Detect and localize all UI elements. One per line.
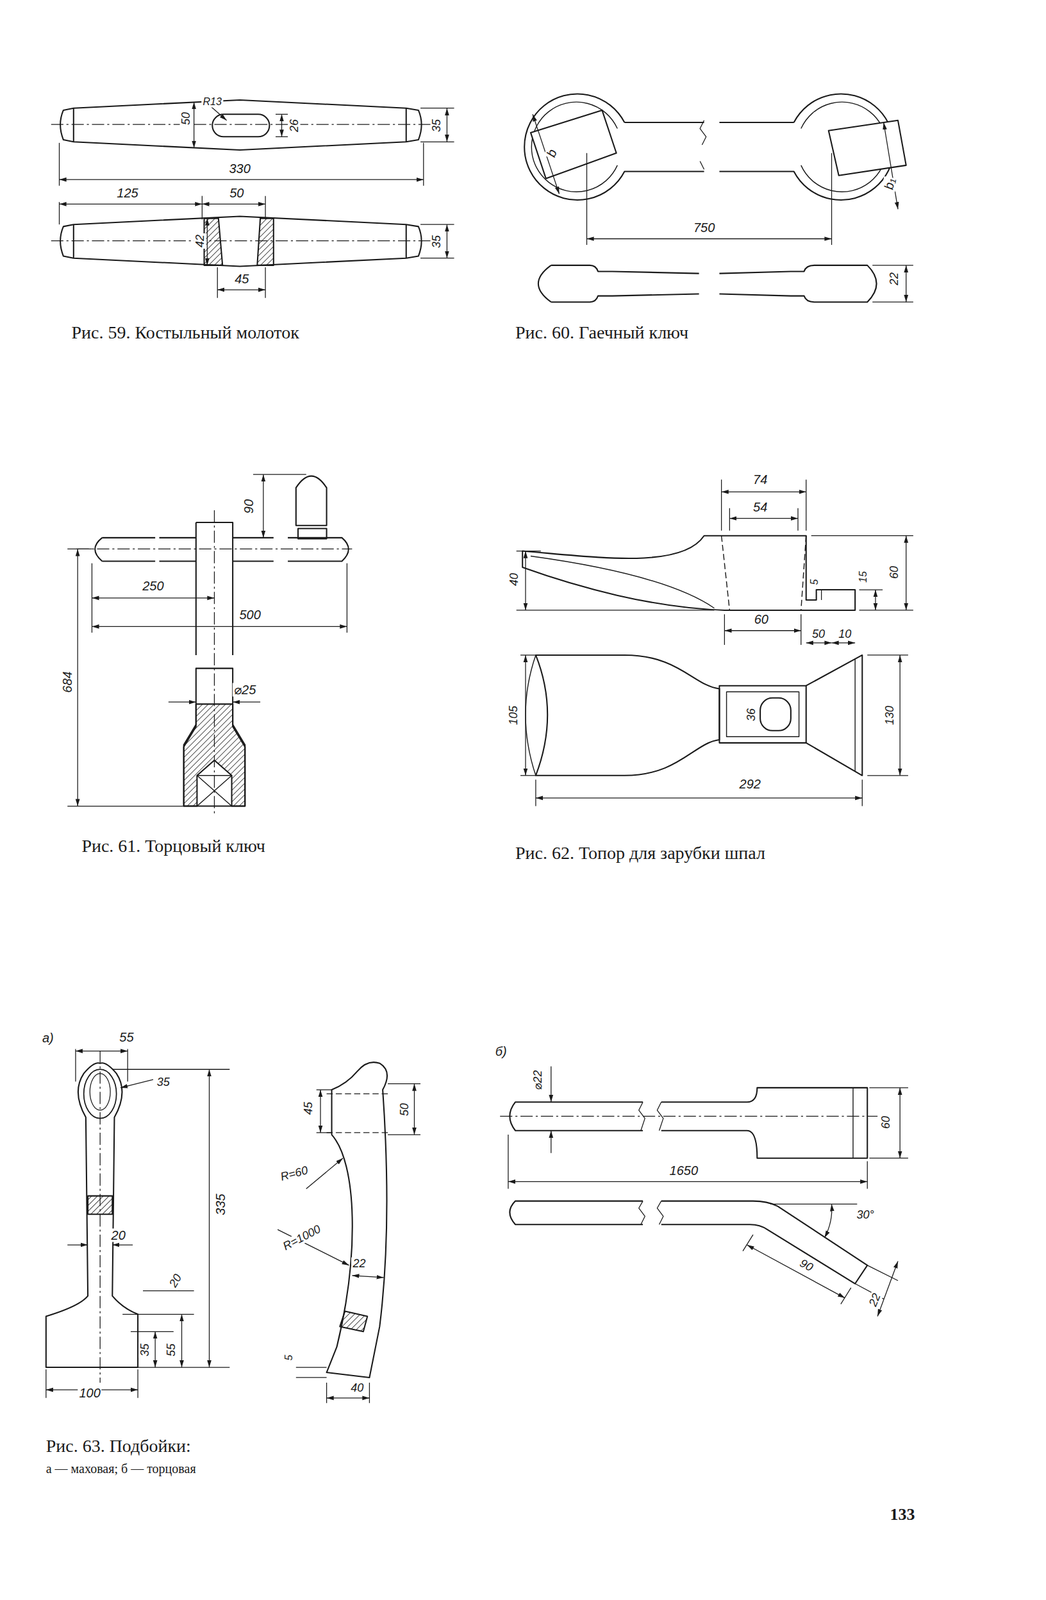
dimension-label: 26 [287,117,300,134]
dimension-label: 22 [865,1290,884,1310]
dimension-label: R13 [201,96,223,108]
dimension-label: 50 [398,1101,411,1118]
dimension-label: б) [494,1044,509,1058]
dimension-label: 42 [194,233,207,249]
wrench-drawing [524,93,914,302]
dimension-label: 105 [506,704,520,727]
dimension-label: 35 [155,1075,172,1088]
end-tamper-drawing [499,1065,909,1316]
dimension-label: ⌀25 [232,683,258,697]
figure-caption: Рис. 62. Топор для зарубки шпал [515,843,766,863]
dimension-label: 90 [796,1256,816,1275]
dimension-label: 60 [753,612,770,627]
figure-caption: Рис. 59. Костыльный молоток [71,323,299,342]
dimension-label: 22 [351,1257,367,1270]
dimension-label: 40 [508,571,521,588]
dimension-label: 15 [858,569,870,584]
dimension-label: 100 [77,1386,102,1400]
dimension-label: 36 [744,706,757,723]
figure-caption: Рис. 60. Гаечный ключ [515,323,689,342]
dimension-label: 55 [117,1029,135,1044]
dimension-label: 1650 [668,1163,700,1178]
dimension-label: 250 [141,578,165,593]
dimension-label: 330 [227,161,252,175]
dimension-label: 35 [430,233,443,250]
dimension-label: 54 [751,500,769,515]
dimension-label: 40 [349,1381,365,1395]
dimension-label: 292 [738,776,763,791]
dimension-label: 35 [430,117,443,134]
page-number: 133 [889,1505,915,1523]
dimension-label: b [544,146,561,160]
dimension-label: 5 [808,577,820,586]
dimension-label: 74 [751,473,769,487]
dimension-label: R=1000 [280,1222,325,1254]
dimension-label: ⌀22 [531,1068,545,1091]
axe-drawing [516,479,914,806]
dimension-label: 684 [60,669,75,694]
dimension-label: 130 [883,704,897,727]
dimension-label: 10 [837,627,853,640]
swing-tamper-side [277,1062,421,1403]
dimension-label: 60 [887,564,900,581]
dimension-label: 750 [692,221,716,235]
dimension-label: 500 [237,607,262,622]
dimension-label: 50 [228,185,245,200]
figure-caption: Рис. 63. Подбойки: [46,1436,191,1455]
dimension-label: 45 [233,271,250,286]
socket-wrench-drawing [67,474,352,816]
dimension-label: 20 [110,1228,127,1242]
dimension-label: 5 [283,1353,295,1362]
dimension-label: 50 [179,110,192,127]
dimension-label: 22 [887,271,900,287]
figure-caption: Рис. 61. Торцовый ключ [81,836,266,856]
swing-tamper-drawing [46,1048,231,1398]
dimension-label: 60 [879,1114,893,1130]
dimension-label: 45 [301,1100,315,1116]
dimension-label: 20 [166,1270,185,1291]
dimension-label: а) [41,1031,56,1045]
dimension-label: 90 [242,498,256,515]
dimension-label: 35 [139,1342,152,1358]
dimension-label: 55 [165,1342,178,1358]
dimension-label: R=60 [277,1163,311,1184]
figure-caption: а — маховая; б — торцовая [46,1461,197,1476]
dimension-label: 125 [115,185,140,200]
dimension-label: b₁ [881,175,898,192]
hammer-top-view [51,99,455,186]
hammer-section-view [51,196,455,299]
dimension-label: 335 [213,1192,227,1216]
dimension-label: 50 [810,627,827,640]
dimension-label: 30° [855,1208,876,1221]
